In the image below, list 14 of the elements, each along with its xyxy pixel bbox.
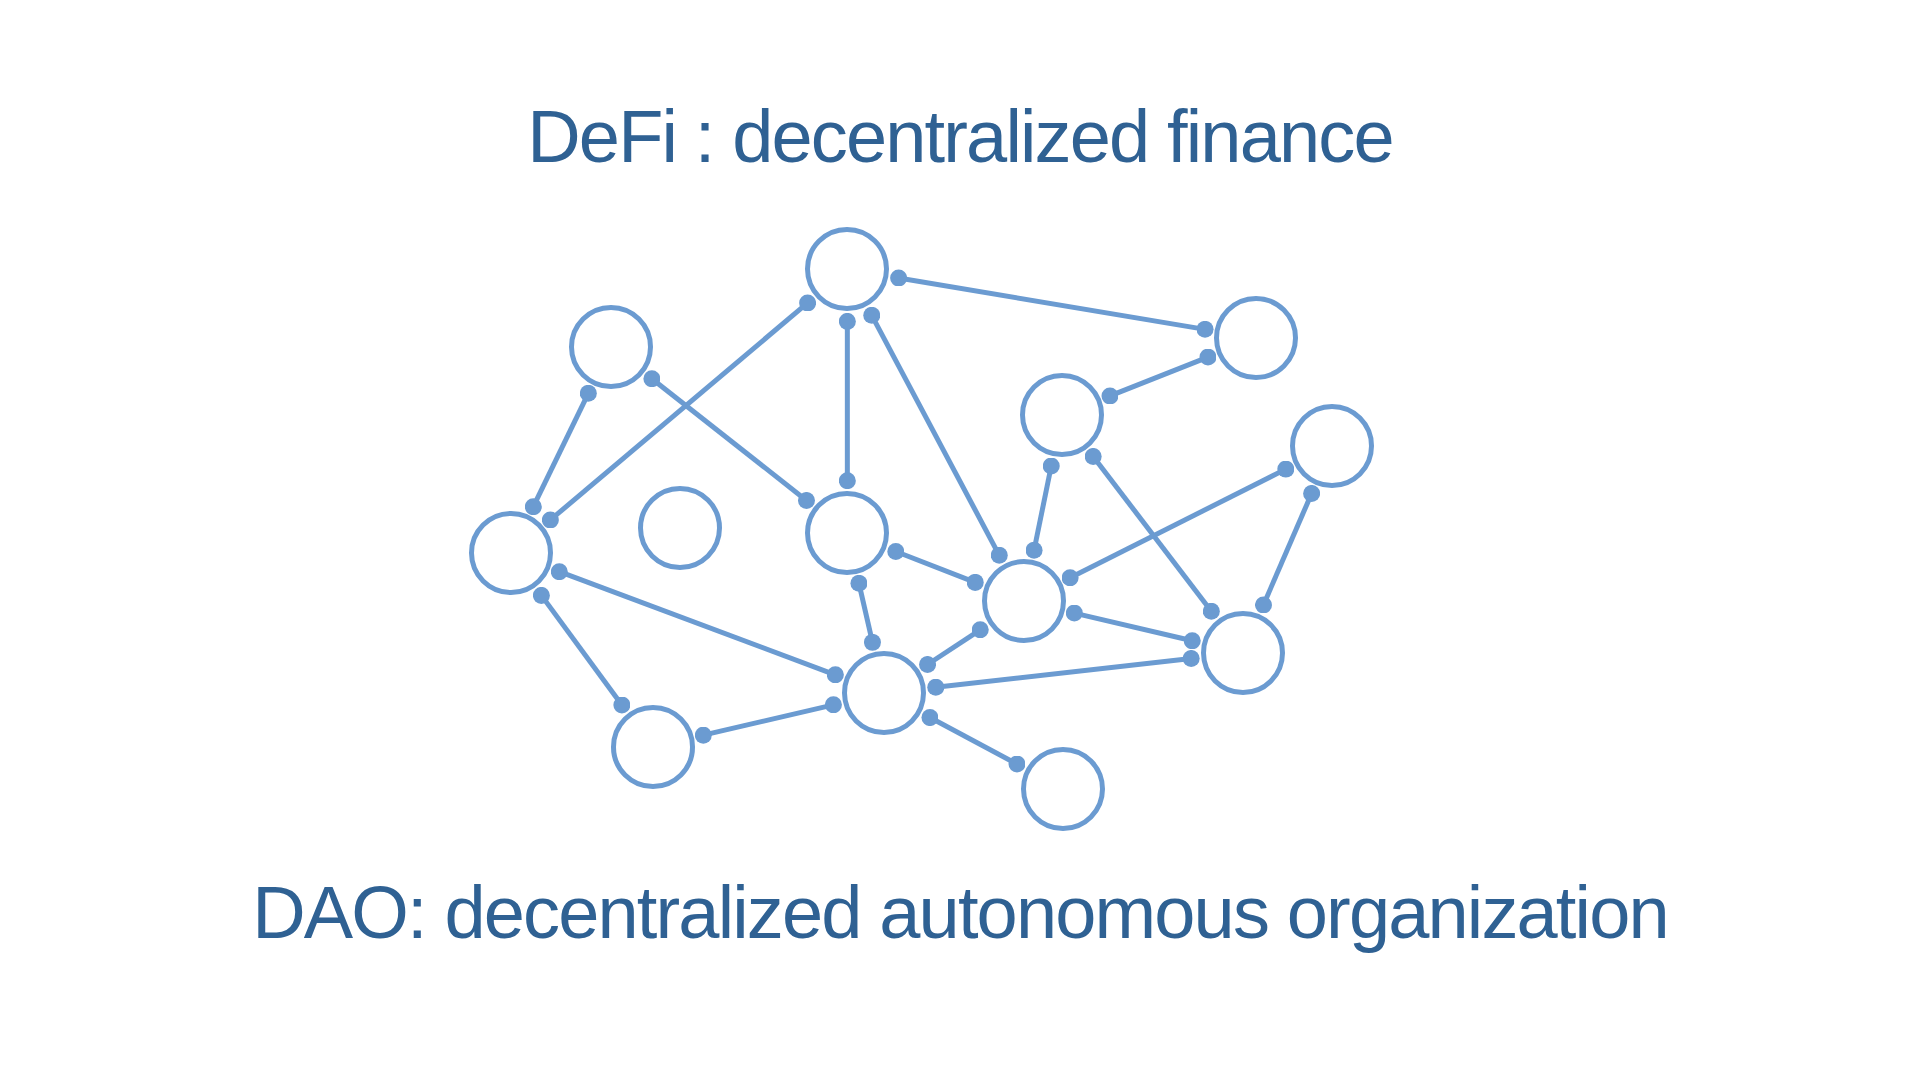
connector-line: [532, 586, 631, 714]
connector-line: [927, 649, 1200, 696]
connector-line: [1084, 447, 1220, 620]
connector-line: [919, 621, 989, 673]
connector-line: [1025, 457, 1060, 559]
connector-line: [850, 574, 881, 651]
title: DeFi : decentralized finance: [527, 100, 1393, 174]
connector-line: [643, 370, 815, 509]
connector-line: [1065, 604, 1201, 650]
connector-line: [887, 543, 984, 591]
connector-line: [541, 294, 817, 529]
connector-line: [838, 312, 856, 490]
connector-line: [890, 269, 1214, 338]
connector-line: [694, 696, 842, 744]
